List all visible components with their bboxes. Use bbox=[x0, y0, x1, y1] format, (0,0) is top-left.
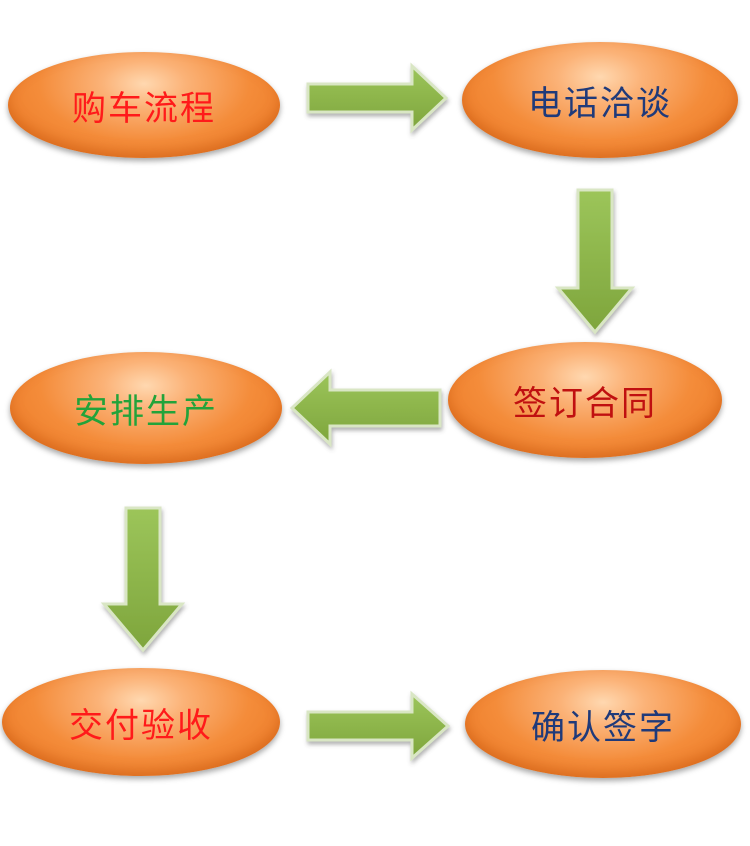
arrow-left-1 bbox=[289, 368, 442, 448]
step-arrange-production: 安排生产 bbox=[10, 352, 282, 464]
arrow-right-2 bbox=[306, 690, 451, 762]
step-phone-negotiation: 电话洽谈 bbox=[462, 42, 738, 158]
step-purchase-process: 购车流程 bbox=[8, 52, 280, 158]
step-label: 安排生产 bbox=[74, 391, 218, 432]
step-label: 确认签字 bbox=[531, 707, 675, 748]
step-label: 交付验收 bbox=[69, 705, 213, 746]
step-delivery-acceptance: 交付验收 bbox=[2, 668, 280, 776]
arrow-down-1 bbox=[554, 188, 636, 335]
step-confirm-signature: 确认签字 bbox=[465, 670, 741, 778]
step-label: 签订合同 bbox=[513, 383, 657, 424]
step-label: 购车流程 bbox=[72, 88, 216, 129]
step-sign-contract: 签订合同 bbox=[448, 342, 722, 458]
arrow-right-1 bbox=[306, 62, 449, 134]
step-label: 电话洽谈 bbox=[528, 83, 672, 124]
arrow-down-2 bbox=[100, 506, 186, 653]
